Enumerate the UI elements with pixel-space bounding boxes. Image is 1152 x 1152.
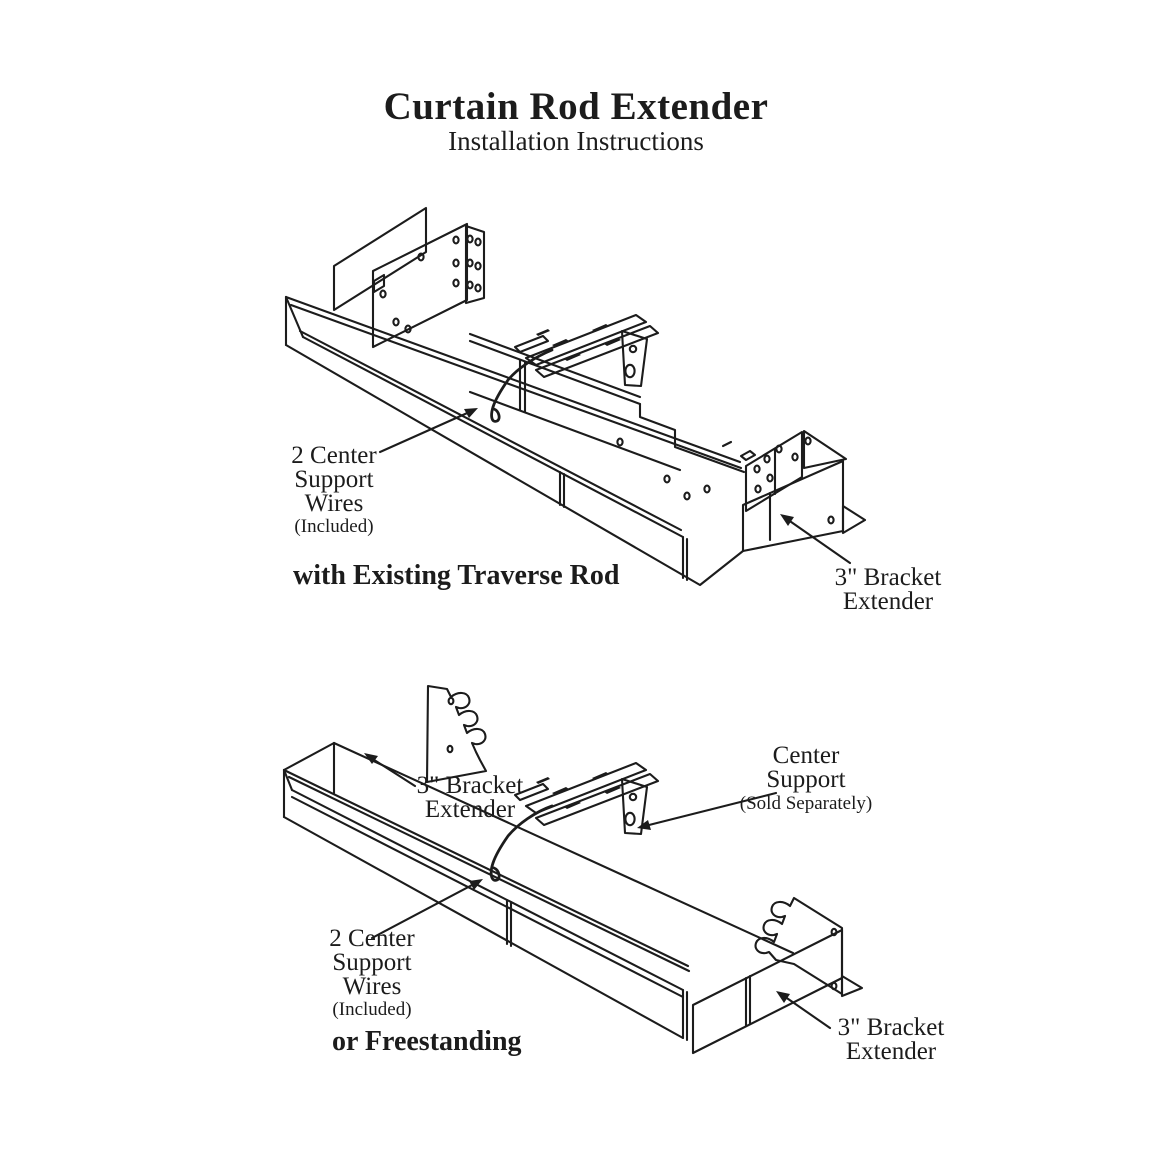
slots [536, 772, 621, 809]
diagram-bottom [284, 686, 862, 1053]
center-support-bracket-bottom [515, 763, 658, 834]
caption-existing-traverse-rod: with Existing Traverse Rod [293, 560, 620, 591]
label-support-wires-bottom: 2 Center Support Wires (Included) [329, 925, 415, 1021]
mounting-holes [380, 236, 480, 333]
page-subtitle: Installation Instructions [448, 126, 704, 156]
leader-arrow-bracket-top [780, 514, 850, 563]
bracket-extender-bottom-right [693, 898, 862, 1053]
diagram-top [286, 208, 865, 585]
slots [536, 324, 621, 361]
mounting-holes [754, 438, 833, 524]
support-wire-bottom [491, 806, 552, 880]
label-bracket-extender-top-right: 3" Bracket Extender [834, 564, 942, 615]
support-wire-top [492, 350, 552, 421]
label-bracket-extender-bottom-right: 3" Bracket Extender [837, 1014, 945, 1065]
caption-freestanding: or Freestanding [332, 1026, 522, 1057]
label-bracket-extender-bottom-left: 3" Bracket Extender [416, 772, 524, 823]
leader-arrow-wires-bottom [372, 879, 483, 938]
leader-arrow-bracket-bottom-right [776, 991, 830, 1028]
inner-rod [470, 334, 755, 499]
center-support-bracket-top [515, 315, 658, 386]
page-title: Curtain Rod Extender [383, 85, 769, 128]
bracket-extender-plate-bottom-left [427, 686, 486, 782]
traverse-rod-channel [286, 297, 743, 585]
freestanding-rod-channel [284, 743, 793, 1040]
leader-arrow-center-support [637, 793, 776, 830]
leader-arrow-wires-top [380, 408, 478, 452]
leader-arrow-bracket-bottom-left [364, 753, 415, 786]
bracket-extender-plate-top-left [334, 208, 484, 347]
label-center-support: Center Support (Sold Separately) [739, 742, 873, 814]
label-support-wires-top: 2 Center Support Wires (Included) [291, 442, 377, 538]
bracket-extender-top-right [743, 431, 865, 551]
